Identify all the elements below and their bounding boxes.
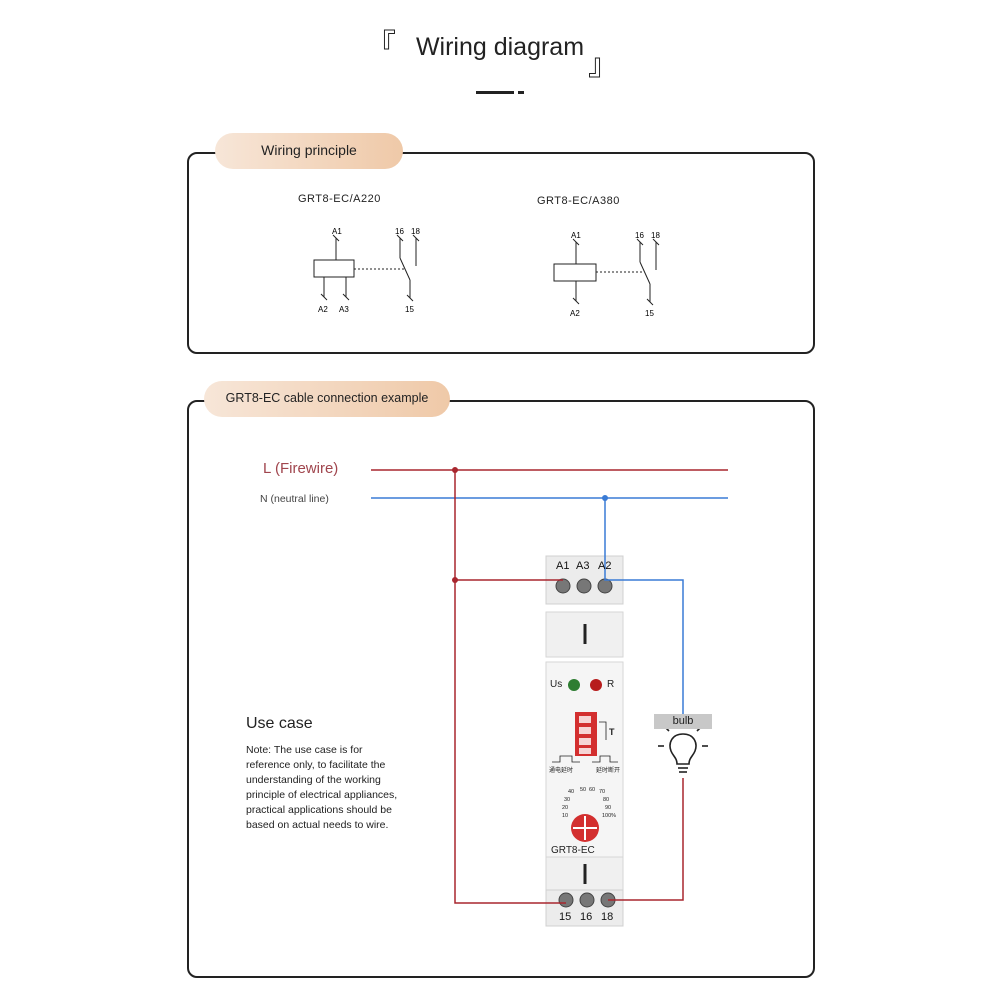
use-case-title: Use case — [246, 715, 313, 732]
label-15: 15 — [405, 305, 414, 314]
use-case-note: Note: The use case is for reference only… — [246, 744, 398, 831]
left-bracket: 『 — [366, 29, 396, 62]
title-underline — [476, 91, 514, 94]
schematic-left: A1 16 18 A2 A3 15 — [313, 227, 420, 314]
label-a1: A1 — [332, 227, 342, 236]
label-a2: A2 — [570, 309, 580, 318]
terminal-a3: A3 — [576, 560, 590, 572]
live-to-15-wire — [454, 470, 566, 904]
dial-mark-30: 30 — [564, 797, 571, 803]
bottom-terminal-screws — [558, 892, 616, 908]
top-terminal-screws — [555, 578, 613, 594]
label-a2: A2 — [318, 305, 328, 314]
label-16: 16 — [635, 231, 644, 240]
mode-right-label: 延时断开 — [596, 768, 621, 774]
dial-mark-60: 60 — [589, 787, 596, 793]
bulb-icon — [658, 721, 708, 773]
cable-example-panel — [187, 400, 815, 978]
label-16: 16 — [395, 227, 404, 236]
title-underline-dot — [518, 91, 524, 94]
neutral-wire — [604, 498, 684, 715]
page-title: Wiring diagram — [415, 33, 585, 61]
led-r-label: R — [607, 679, 615, 690]
label-a3: A3 — [339, 305, 349, 314]
switch-t-label: T — [609, 727, 615, 737]
bulb-label: bulb — [654, 714, 712, 729]
led-us-label: Us — [550, 679, 563, 690]
dial-mark-50: 50 — [580, 787, 587, 793]
label-15: 15 — [645, 309, 654, 318]
dial-mark-40: 40 — [568, 789, 575, 795]
18-to-bulb-wire — [608, 778, 684, 901]
dial-mark-80: 80 — [603, 797, 610, 803]
cable-example-tag: GRT8-EC cable connection example — [204, 381, 450, 417]
led-r — [590, 679, 602, 691]
schematic-right-model: GRT8-EC/A380 — [537, 195, 620, 207]
terminal-18: 18 — [601, 911, 614, 923]
device-model-label: GRT8-EC — [551, 845, 595, 856]
dial-mark-10: 10 — [562, 813, 569, 819]
right-bracket: 』 — [588, 49, 618, 82]
live-line-label: L (Firewire) — [263, 460, 339, 477]
wiring-principle-panel — [187, 152, 815, 354]
terminal-a2: A2 — [598, 560, 612, 572]
terminal-15: 15 — [559, 911, 572, 923]
wiring-principle-tag: Wiring principle — [215, 133, 403, 169]
schematic-left-model: GRT8-EC/A220 — [298, 193, 381, 205]
neutral-line-label: N (neutral line) — [260, 493, 329, 505]
dial-mark-100: 100% — [602, 813, 617, 819]
label-18: 18 — [651, 231, 660, 240]
led-us — [568, 679, 580, 691]
schematic-right: A1 16 18 A2 15 — [553, 231, 660, 318]
dial-mark-20: 20 — [562, 805, 569, 811]
terminal-16: 16 — [580, 911, 593, 923]
terminal-a1: A1 — [556, 560, 570, 572]
dial-mark-90: 90 — [605, 805, 612, 811]
label-a1: A1 — [571, 231, 581, 240]
dial-mark-70: 70 — [599, 789, 606, 795]
mode-left-label: 通电延时 — [549, 768, 574, 774]
label-18: 18 — [411, 227, 420, 236]
